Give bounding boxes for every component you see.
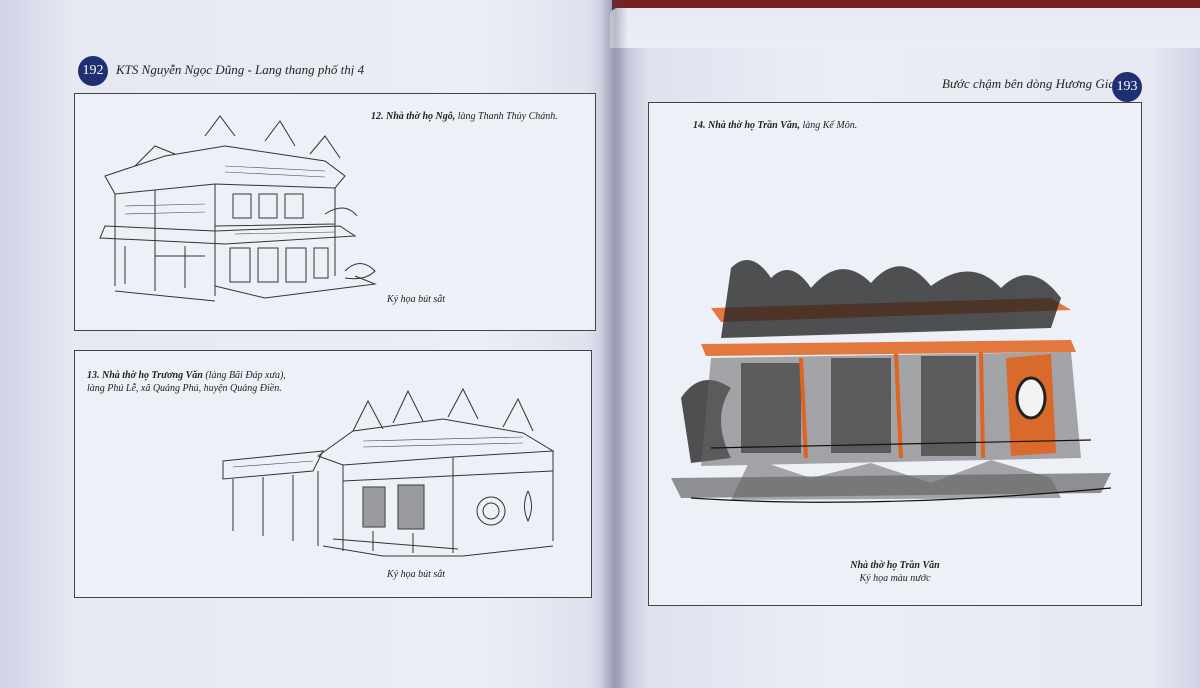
figure-14-header-caption: 14. Nhà thờ họ Trần Văn, làng Kế Môn. bbox=[693, 119, 993, 132]
right-page-top-edge bbox=[610, 8, 1200, 48]
figure-13-location-line1: (làng Bãi Đáp xưa), bbox=[205, 370, 286, 381]
figure-14-caption-medium: Ký họa màu nước bbox=[859, 573, 931, 584]
figure-12-title: 12. Nhà thờ họ Ngô, bbox=[371, 111, 456, 122]
figure-12-sketch bbox=[99, 115, 377, 302]
left-page-number: 192 bbox=[78, 56, 108, 86]
figure-13-sketch bbox=[222, 387, 555, 557]
figure-14-frame: 14. Nhà thờ họ Trần Văn, làng Kế Môn. bbox=[648, 102, 1142, 606]
figure-12-location: làng Thanh Thủy Chánh. bbox=[457, 111, 558, 122]
figure-13-title: 13. Nhà thờ họ Trương Văn bbox=[87, 370, 203, 381]
figure-14-location: làng Kế Môn. bbox=[802, 120, 858, 131]
figure-13-frame: 13. Nhà thờ họ Trương Văn (làng Bãi Đáp … bbox=[74, 350, 592, 598]
book-gutter bbox=[600, 0, 628, 688]
right-running-header: Bước chậm bên dòng Hương Giang bbox=[942, 76, 1128, 91]
figure-14-title: 14. Nhà thờ họ Trần Văn, bbox=[693, 120, 800, 131]
right-page-number: 193 bbox=[1112, 72, 1142, 102]
figure-13-location-line2: làng Phú Lễ, xã Quảng Phú, huyện Quảng Đ… bbox=[87, 383, 282, 394]
figure-12-frame: 12. Nhà thờ họ Ngô, làng Thanh Thủy Chán… bbox=[74, 93, 596, 331]
figure-13-caption: 13. Nhà thờ họ Trương Văn (làng Bãi Đáp … bbox=[87, 369, 387, 395]
figure-14-caption-title: Nhà thờ họ Trần Văn bbox=[850, 560, 940, 571]
left-running-header: KTS Nguyễn Ngọc Dũng - Lang thang phố th… bbox=[116, 62, 365, 77]
figure-12-medium: Ký họa bút sắt bbox=[387, 294, 446, 305]
figure-13-medium: Ký họa bút sắt bbox=[387, 569, 446, 580]
figure-12-caption: 12. Nhà thờ họ Ngô, làng Thanh Thủy Chán… bbox=[371, 110, 591, 123]
figure-14-bottom-caption: Nhà thờ họ Trần Văn Ký họa màu nước bbox=[649, 559, 1141, 585]
figure-14-watercolor bbox=[671, 260, 1112, 503]
